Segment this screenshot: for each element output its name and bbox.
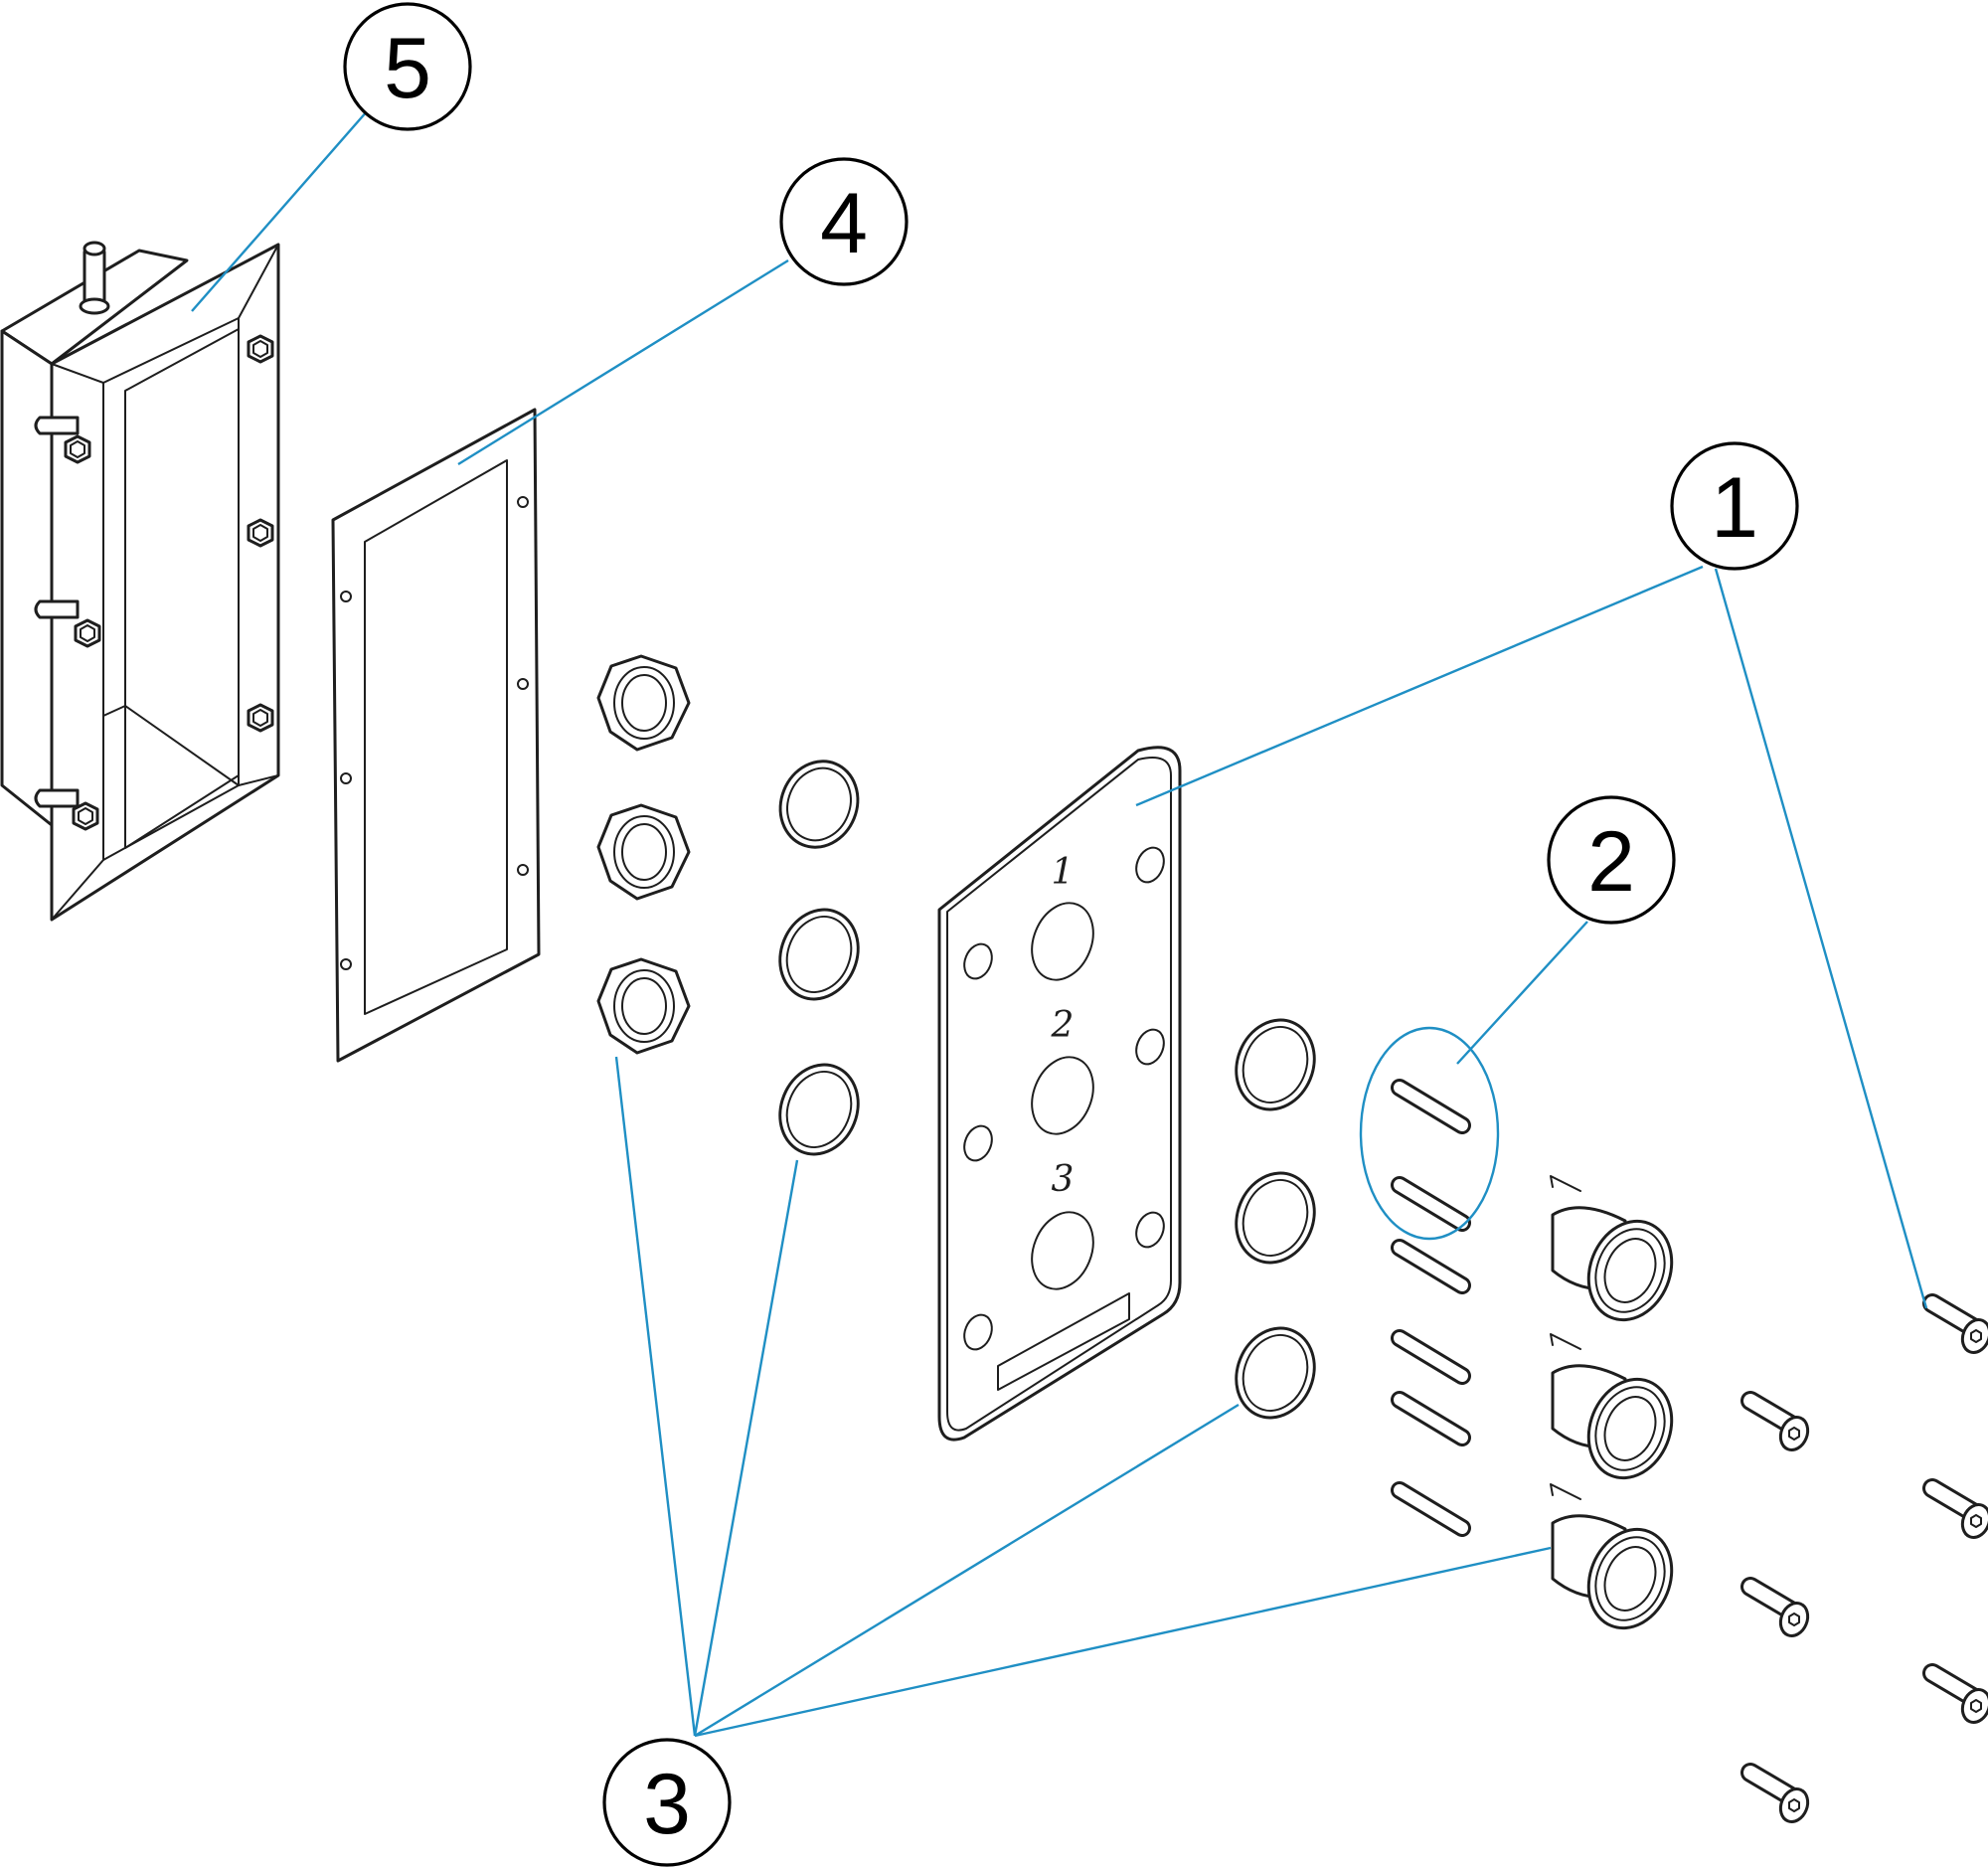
leader-2 xyxy=(1456,921,1588,1065)
countersunk-screw xyxy=(1922,1663,1988,1724)
leader-3-bushing xyxy=(694,1546,1552,1738)
dowel-pin xyxy=(1391,1391,1471,1446)
hex-nut xyxy=(596,957,691,1055)
callout-2-label: 2 xyxy=(1587,814,1635,910)
fitting-bushing xyxy=(1550,1483,1674,1630)
face-plate: 1 2 3 xyxy=(937,746,1182,1442)
o-ring xyxy=(778,1063,860,1156)
o-ring xyxy=(778,908,860,1001)
dowel-pin xyxy=(1391,1481,1471,1537)
callout-5-label: 5 xyxy=(384,21,431,116)
frame-hex-nut xyxy=(247,703,274,733)
leader-1-plate xyxy=(1135,565,1704,807)
plate-engraving-3: 3 xyxy=(1052,1159,1075,1200)
countersunk-screw xyxy=(1922,1478,1988,1539)
plate-engraving-1: 1 xyxy=(1052,852,1075,893)
leader-1-screw xyxy=(1714,568,1928,1309)
callout-1: 1 xyxy=(1670,441,1799,571)
dowel-pin xyxy=(1391,1239,1471,1294)
fitting-bushing xyxy=(1550,1175,1674,1322)
hex-nut xyxy=(596,654,691,752)
frame-hex-nut xyxy=(247,518,274,548)
frame-hex-nut xyxy=(247,334,274,364)
callout-2: 2 xyxy=(1547,795,1676,925)
plate-engraving-2: 2 xyxy=(1051,1005,1075,1046)
dowel-pin xyxy=(1391,1176,1471,1232)
plate-port-2 xyxy=(1031,1056,1094,1135)
callout-5: 5 xyxy=(343,2,472,131)
o-ring xyxy=(1235,1018,1316,1111)
leader-lines xyxy=(191,109,1928,1738)
callout-3: 3 xyxy=(602,1738,732,1867)
callout-1-label: 1 xyxy=(1711,460,1758,556)
countersunk-screw xyxy=(1740,1391,1810,1451)
dowel-pin xyxy=(1391,1079,1471,1134)
fitting-bushing xyxy=(1550,1333,1674,1480)
leader-5 xyxy=(191,109,369,312)
housing-post xyxy=(79,241,110,315)
leader-4 xyxy=(457,258,789,466)
hex-nut xyxy=(596,803,691,901)
dowel-pin xyxy=(1391,1329,1471,1385)
side-stud xyxy=(34,599,80,619)
plate-label-strip xyxy=(997,1292,1130,1391)
plate-port-3 xyxy=(1031,1211,1094,1290)
callout-4-label: 4 xyxy=(820,176,868,271)
frame-hex-nut xyxy=(64,434,91,464)
countersunk-screw xyxy=(1922,1293,1988,1354)
o-ring xyxy=(1235,1326,1316,1420)
countersunk-screw xyxy=(1740,1577,1810,1637)
frame-gasket xyxy=(331,408,541,1063)
frame-hex-nut xyxy=(72,801,99,831)
callout-4: 4 xyxy=(779,157,909,286)
leader-3-oring xyxy=(693,1159,799,1737)
plate-port-1 xyxy=(1031,902,1094,981)
side-stud xyxy=(34,788,80,808)
niche-housing xyxy=(0,241,280,922)
o-ring xyxy=(778,760,860,849)
side-stud xyxy=(34,416,80,435)
countersunk-screw xyxy=(1740,1763,1810,1823)
o-ring xyxy=(1235,1171,1316,1265)
frame-hex-nut xyxy=(74,618,101,648)
pin-group-highlight xyxy=(1359,1026,1500,1241)
leader-3-nut xyxy=(614,1056,697,1737)
callout-3-label: 3 xyxy=(643,1757,691,1852)
leader-3-oring-right xyxy=(694,1403,1240,1738)
